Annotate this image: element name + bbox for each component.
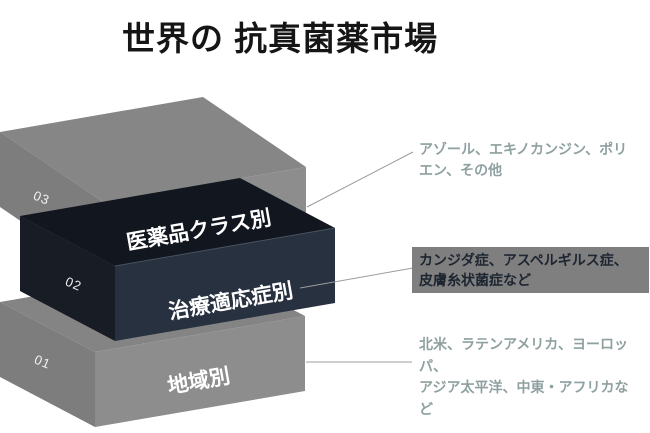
layer-02-top-face xyxy=(20,178,335,266)
layer-02-front-edge-highlight xyxy=(114,227,336,267)
layer-02-front-face xyxy=(115,228,335,341)
layer-03-top-face xyxy=(0,97,306,202)
annotation-region: 北米、ラテンアメリカ、ヨーロッパ、 アジア太平洋、中東・アフリカな ど xyxy=(419,336,629,417)
annotation-indication-box: カンジダ症、アスペルギルス症、 皮膚糸状菌症など xyxy=(412,247,649,293)
layer-02-left-face xyxy=(20,216,115,341)
leader-line-indication xyxy=(299,267,414,289)
leader-line-drug-class xyxy=(306,151,414,208)
layer-01-number: 01 xyxy=(32,352,53,372)
annotation-drug-class: アゾール、エキノカンジン、ポリ エン、その他 xyxy=(419,141,628,178)
layer-01-front-face xyxy=(95,316,305,427)
layer-03-number: 03 xyxy=(31,188,52,208)
layer-02-number: 02 xyxy=(63,274,84,294)
page-title: 世界の 抗真菌薬市場 xyxy=(122,20,439,57)
layer-01-left-face xyxy=(0,302,95,427)
